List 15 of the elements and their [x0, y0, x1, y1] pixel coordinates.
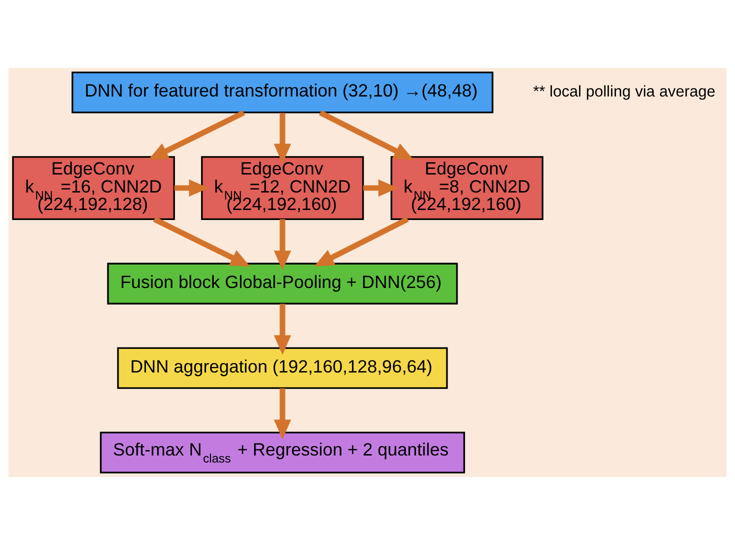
- node-box: DNN for featured transformation (32,10) →(48,48): [72, 72, 494, 114]
- arrow: [314, 216, 409, 266]
- arrow: [274, 388, 292, 440]
- arrow: [148, 110, 246, 160]
- label: ** local polling via average: [533, 84, 716, 101]
- node-box: Fusion block Global-Pooling + DNN(256): [107, 262, 458, 304]
- arrow: [174, 179, 209, 197]
- arrow: [274, 112, 292, 164]
- arrow: [153, 216, 250, 267]
- node-box: Soft-max N$_{class}$ + Regression + 2 quantiles: [100, 432, 466, 474]
- node-box: DNN aggregation (192,160,128,96,64): [117, 347, 448, 389]
- arrow: [363, 179, 398, 197]
- arrow: [274, 304, 292, 355]
- arrow: [319, 110, 414, 160]
- arrow: [274, 219, 292, 270]
